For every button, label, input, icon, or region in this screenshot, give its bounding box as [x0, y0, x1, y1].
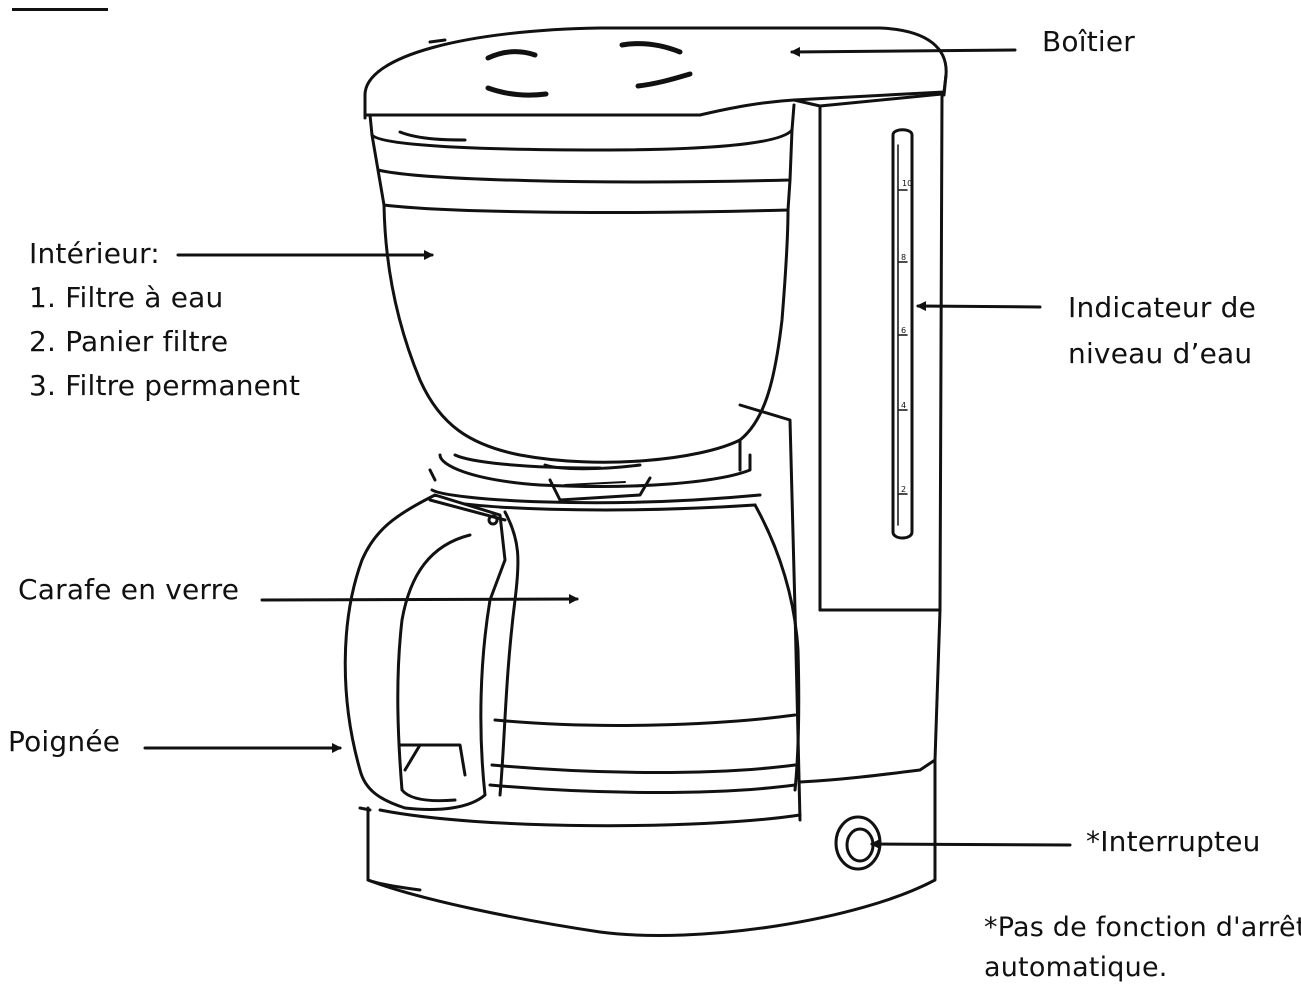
base — [358, 758, 937, 937]
arrow-switch — [870, 839, 1072, 850]
label-note-line1: *Pas de fonction d'arrêt — [984, 912, 1301, 943]
water-tank-column — [818, 93, 944, 612]
corner-rule — [12, 8, 108, 11]
carafe-handle — [343, 493, 507, 811]
label-interior-item-1: 1. Filtre à eau — [29, 281, 224, 314]
label-interior-item-3: 3. Filtre permanent — [29, 369, 301, 402]
water-level-mark: 4 — [901, 401, 906, 410]
water-level-mark: 8 — [901, 253, 906, 262]
arrow-carafe — [260, 594, 579, 605]
label-handle: Poignée — [8, 725, 121, 758]
water-level-scale: 10 8 6 4 2 — [898, 179, 912, 495]
label-note-line2: automatique. — [984, 952, 1168, 983]
label-housing: Boîtier — [1042, 25, 1136, 58]
lower-body — [738, 403, 942, 822]
label-water-level-line2: niveau d’eau — [1068, 337, 1253, 370]
water-level-mark: 6 — [901, 326, 906, 335]
label-water-level-line1: Indicateur de — [1068, 291, 1257, 324]
water-level-mark: 2 — [901, 485, 906, 494]
label-interior-item-2: 2. Panier filtre — [29, 325, 229, 358]
filter-housing — [368, 103, 796, 472]
label-interior-title: Intérieur: — [29, 237, 160, 270]
lid — [363, 26, 948, 120]
label-switch: *Interrupteu — [1086, 825, 1261, 858]
arrow-housing — [790, 46, 1017, 57]
arrow-water-level — [916, 301, 1042, 312]
water-level-mark: 10 — [902, 179, 912, 188]
label-carafe: Carafe en verre — [18, 573, 240, 606]
callout-arrows — [143, 46, 1072, 850]
